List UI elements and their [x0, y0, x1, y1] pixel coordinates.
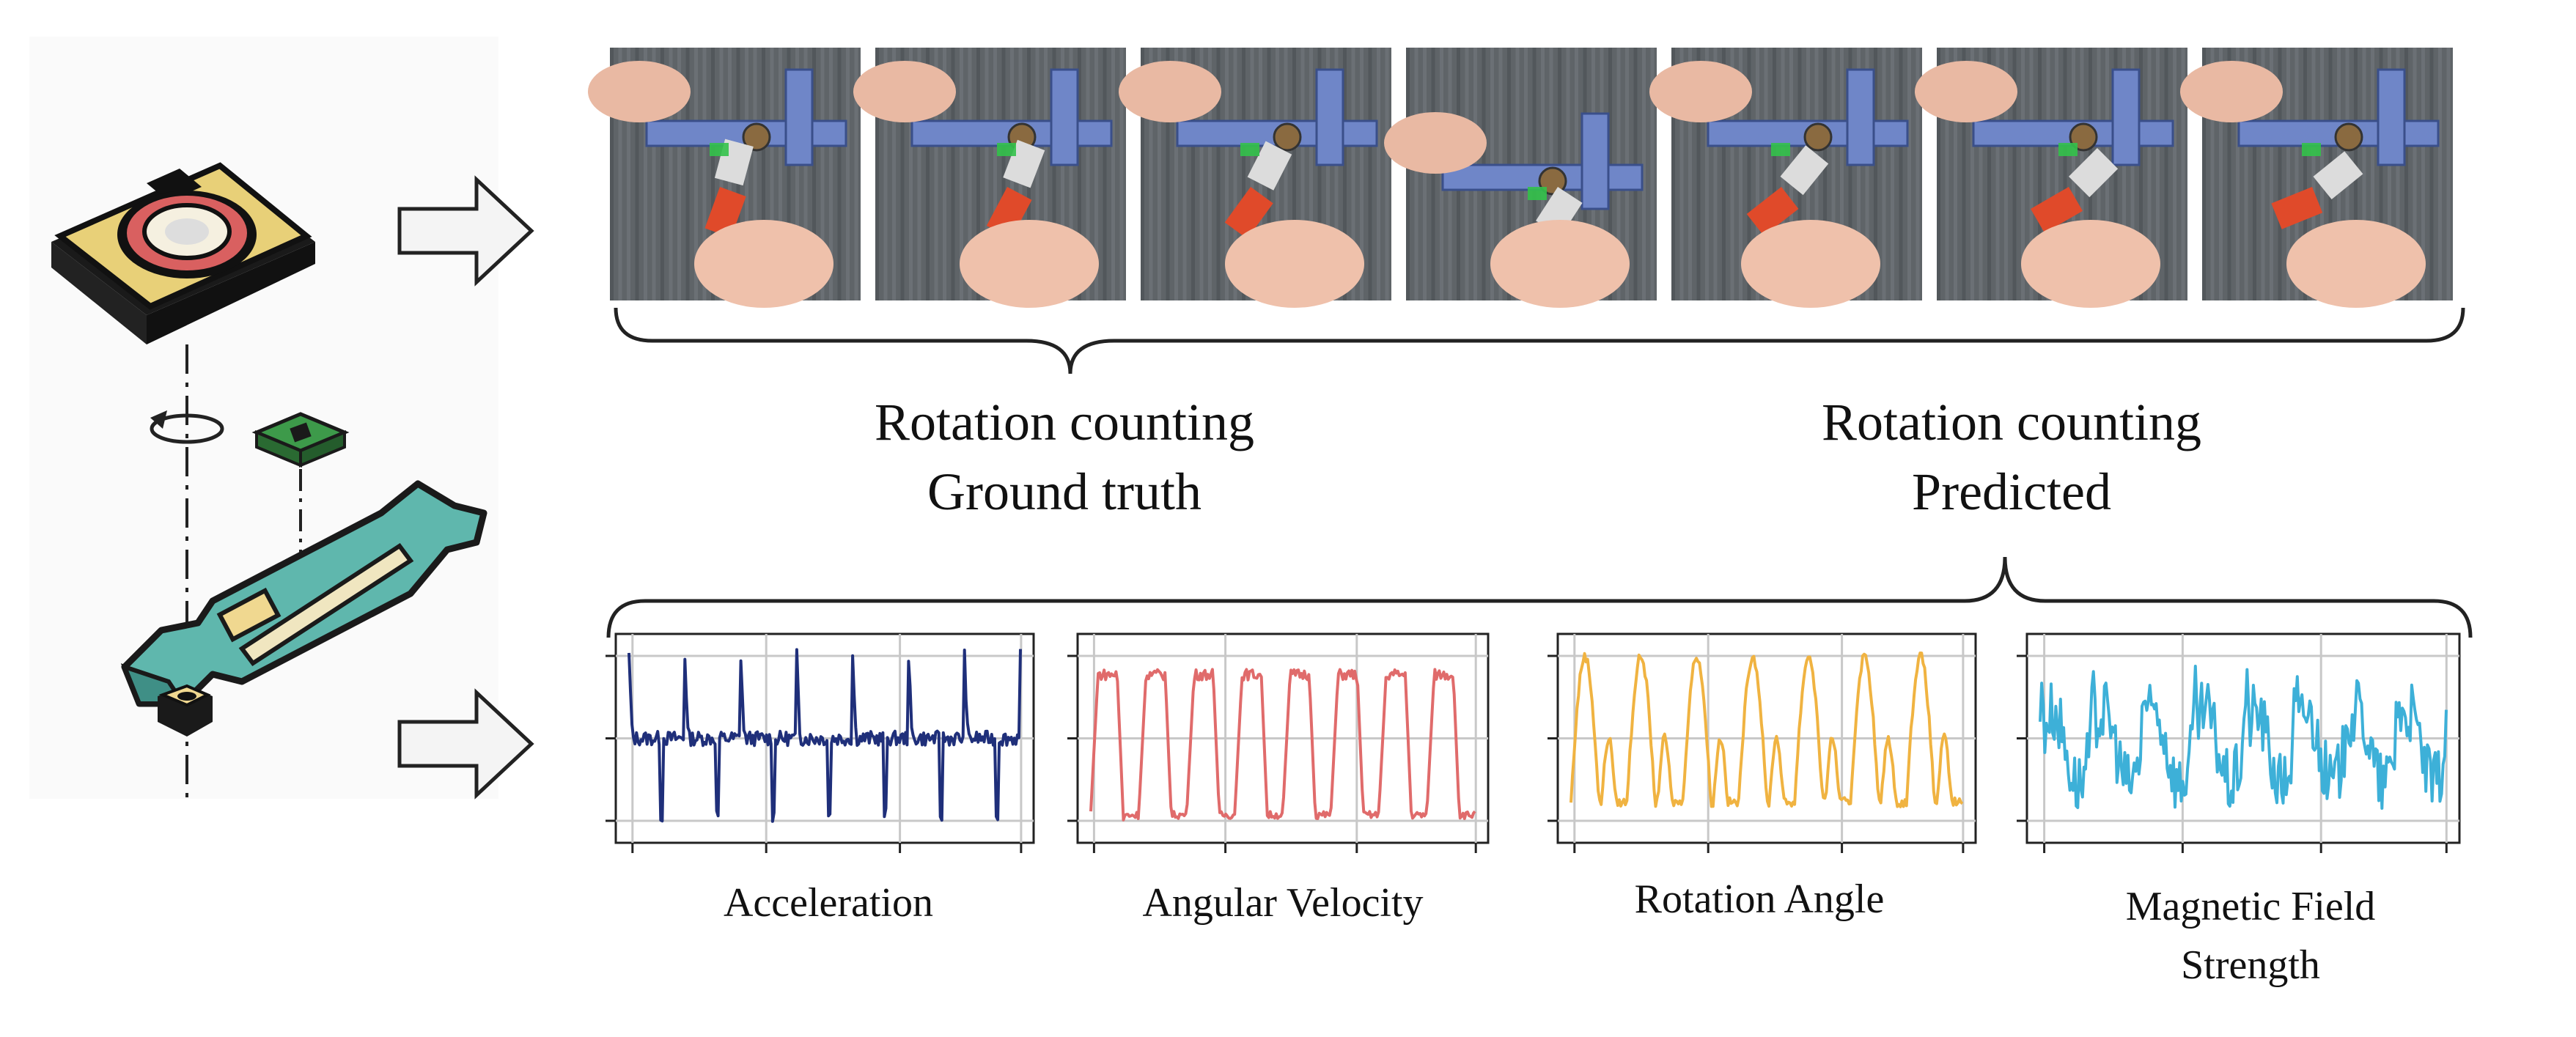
- video-frame: [2180, 48, 2453, 308]
- series-line: [628, 648, 1022, 823]
- camera-icon: [51, 162, 315, 344]
- video-frames-row: [588, 48, 2453, 308]
- sensor-chip-icon: [251, 412, 350, 572]
- ground-truth-brace: [614, 307, 2465, 374]
- video-frame: [853, 48, 1126, 308]
- series-line: [1569, 652, 1964, 808]
- series-line: [1089, 668, 1476, 822]
- wrench-icon: [120, 480, 487, 707]
- ground-truth-caption-line1: Rotation counting: [875, 393, 1254, 451]
- chart-panel: [1548, 632, 1977, 853]
- chart-panel: [606, 632, 1035, 853]
- rotation-angle-label: Rotation Angle: [1635, 877, 1885, 922]
- video-frame: [588, 48, 861, 308]
- arrow-to-signals-icon: [397, 688, 534, 800]
- predicted-caption-line2: Predicted: [1912, 462, 2111, 521]
- magnetic-label-line2: Strength: [2181, 942, 2320, 988]
- video-frame: [1915, 48, 2187, 308]
- acceleration-label: Acceleration: [724, 880, 933, 926]
- rotation-arrow-icon: [150, 410, 224, 444]
- predicted-caption-line1: Rotation counting: [1822, 393, 2201, 451]
- chart-panel: [2017, 632, 2461, 853]
- nut-icon: [158, 684, 213, 737]
- arrow-to-video-icon: [397, 175, 534, 287]
- series-line: [2039, 665, 2448, 810]
- video-frame: [1649, 48, 1922, 308]
- chart-panel: [1067, 632, 1490, 853]
- sensor-charts: [606, 632, 2461, 853]
- video-frame: [1384, 48, 1657, 308]
- ground-truth-caption-line2: Ground truth: [927, 462, 1201, 521]
- video-frame: [1119, 48, 1391, 308]
- predicted-brace: [606, 556, 2473, 638]
- illustration-panel: [29, 37, 498, 799]
- magnetic-label-line1: Magnetic Field: [2126, 884, 2376, 929]
- angular-velocity-label: Angular Velocity: [1142, 880, 1423, 926]
